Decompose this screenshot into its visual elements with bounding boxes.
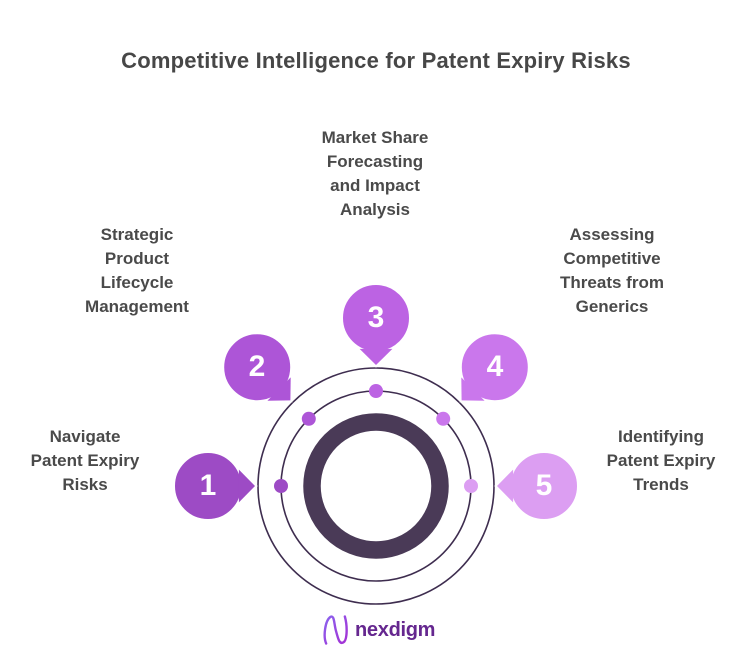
item-dot-1 bbox=[274, 479, 288, 493]
nexdigm-logo: nexdigm bbox=[322, 613, 435, 647]
logo-mark-path bbox=[323, 615, 348, 645]
item-label-5: Identifying Patent Expiry Trends bbox=[606, 427, 716, 494]
orbit-outer-ring bbox=[257, 367, 495, 605]
item-label-3: Market Share Forecasting and Impact Anal… bbox=[321, 128, 429, 219]
bubble-number-1: 1 bbox=[199, 469, 217, 502]
core-ring bbox=[303, 413, 449, 559]
item-bubble-3 bbox=[339, 281, 413, 368]
bubble-number-5: 5 bbox=[535, 469, 553, 502]
item-dot-3 bbox=[369, 384, 383, 398]
bubble-tail-fill-3 bbox=[359, 348, 393, 365]
bubble-circle-4 bbox=[457, 330, 532, 405]
bubble-tail-fill-1 bbox=[238, 469, 255, 503]
item-label-1: Navigate Patent Expiry Risks bbox=[30, 427, 140, 494]
item-dot-2 bbox=[301, 411, 316, 426]
item-bubble-5 bbox=[494, 449, 581, 523]
bubble-circle-2 bbox=[220, 330, 295, 405]
item-dot-4 bbox=[436, 411, 451, 426]
item-bubble-4 bbox=[457, 330, 532, 405]
item-bubble-2 bbox=[220, 330, 295, 405]
item-bubble-1 bbox=[171, 449, 258, 523]
item-dot-5 bbox=[464, 479, 478, 493]
nexdigm-logo-text: nexdigm bbox=[355, 618, 436, 641]
bubble-number-3: 3 bbox=[367, 301, 385, 334]
page-title: Competitive Intelligence for Patent Expi… bbox=[121, 48, 631, 73]
bubble-tail-fill-5 bbox=[497, 469, 514, 503]
item-label-4: Assessing Competitive Threats from Gener… bbox=[560, 225, 664, 316]
item-label-2: Strategic Product Lifecycle Management bbox=[85, 225, 189, 316]
bubble-tail-fill-2 bbox=[267, 377, 291, 401]
bubble-number-4: 4 bbox=[486, 350, 504, 383]
bubble-number-2: 2 bbox=[248, 350, 266, 383]
nexdigm-logo-mark bbox=[323, 615, 348, 645]
bubble-tail-fill-4 bbox=[461, 377, 485, 401]
